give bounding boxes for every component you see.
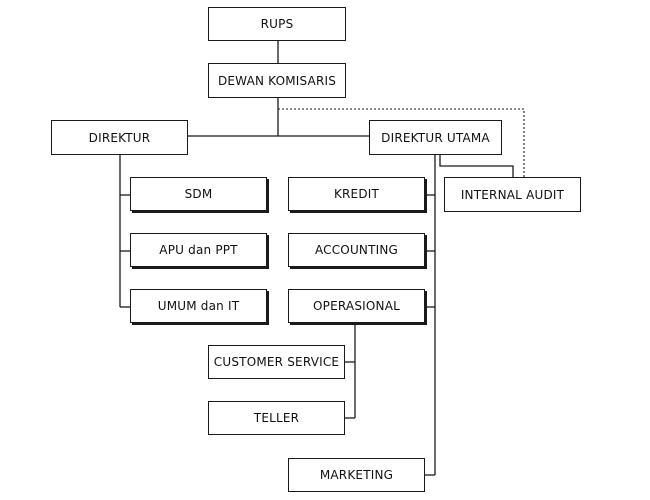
node-accounting: ACCOUNTING <box>288 233 425 267</box>
node-rups: RUPS <box>208 7 346 41</box>
node-marketing-label: MARKETING <box>319 468 394 482</box>
node-dewan-komisaris: DEWAN KOMISARIS <box>208 63 346 98</box>
connector-dotted-internal-audit <box>278 108 525 177</box>
node-direktur-label: DIREKTUR <box>88 130 151 145</box>
node-customer-service-label: CUSTOMER SERVICE <box>213 355 340 369</box>
node-direktur-utama-label: DIREKTUR UTAMA <box>381 130 490 145</box>
node-internal-audit: INTERNAL AUDIT <box>444 177 581 212</box>
node-customer-service: CUSTOMER SERVICE <box>208 345 345 379</box>
node-kredit: KREDIT <box>288 177 425 211</box>
node-teller-label: TELLER <box>253 411 300 425</box>
node-umum-it-label: UMUM dan IT <box>157 299 240 313</box>
node-umum-it: UMUM dan IT <box>130 289 267 323</box>
node-operasional-label: OPERASIONAL <box>313 299 400 313</box>
node-direktur-utama: DIREKTUR UTAMA <box>369 120 502 155</box>
node-dewan-komisaris-label: DEWAN KOMISARIS <box>217 73 337 88</box>
node-apu-ppt: APU dan PPT <box>130 233 267 267</box>
node-direktur: DIREKTUR <box>51 120 188 155</box>
node-apu-ppt-label: APU dan PPT <box>159 243 238 257</box>
node-operasional: OPERASIONAL <box>288 289 425 323</box>
node-rups-label: RUPS <box>260 17 294 31</box>
node-internal-audit-label: INTERNAL AUDIT <box>460 187 565 202</box>
node-teller: TELLER <box>208 401 345 435</box>
node-marketing: MARKETING <box>288 458 425 492</box>
node-sdm-label: SDM <box>184 187 213 201</box>
node-sdm: SDM <box>130 177 267 211</box>
node-kredit-label: KREDIT <box>333 187 380 201</box>
node-accounting-label: ACCOUNTING <box>314 243 399 257</box>
connector-internal-audit <box>439 155 514 177</box>
